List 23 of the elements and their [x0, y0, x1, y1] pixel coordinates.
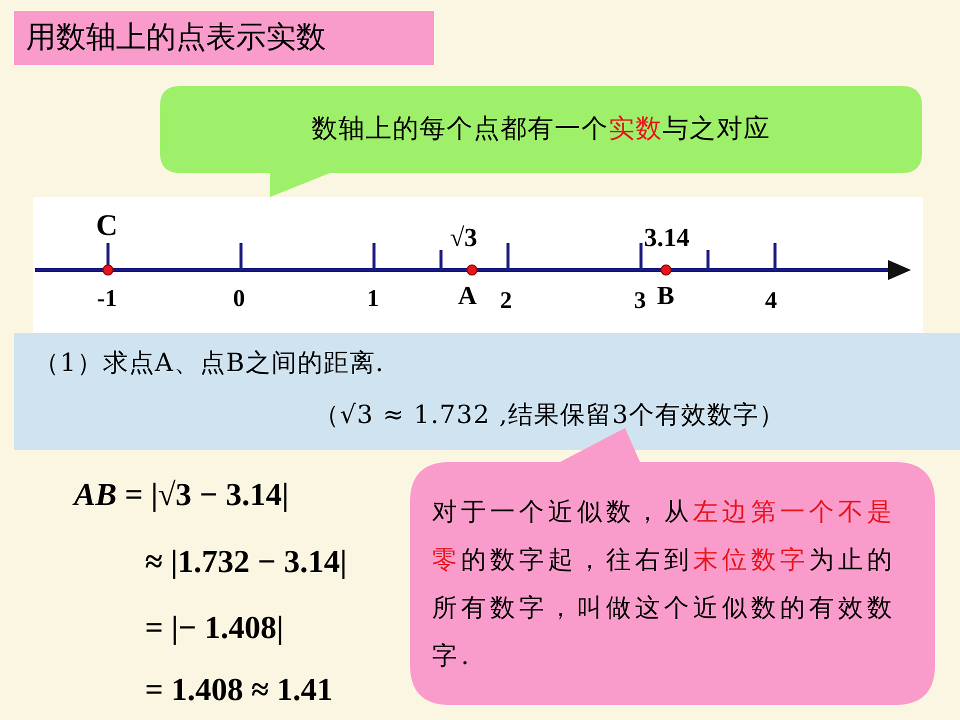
point-label: A — [458, 280, 477, 312]
question-box — [14, 333, 960, 450]
tick-label: -1 — [97, 285, 117, 314]
math-label: √3 — [450, 222, 478, 254]
tick-label: 1 — [367, 285, 379, 314]
equation-line: = 1.408 ≈ 1.41 — [145, 670, 333, 708]
speech-bubble — [410, 428, 935, 705]
speech-bubble — [160, 86, 922, 197]
tick-label: 2 — [500, 287, 512, 316]
node-text: （√3 ≈ 1.732 ,结果保留3个有效数字） — [314, 399, 786, 431]
tick-label: 0 — [233, 285, 245, 314]
title-banner: 用数轴上的点表示实数 — [14, 11, 434, 65]
point-label: B — [657, 280, 674, 312]
value-label: 3.14 — [644, 222, 690, 254]
tick-label: 3 — [634, 287, 646, 316]
tick-label: 4 — [765, 287, 777, 316]
point-label: C — [96, 208, 118, 244]
equation-line: ≈ |1.732 − 3.14| — [145, 542, 347, 580]
equation-line: AB = |√3 − 3.14| — [74, 475, 289, 514]
node-text: （1）求点A、点B之间的距离. — [34, 347, 386, 379]
node-text: 数轴上的每个点都有一个实数与之对应 — [310, 113, 772, 146]
node-text: 对于一个近似数，从左边第一个不是零的数字起，往右到末位数字为止的所有数字，叫做这个近似数的有效数字. — [432, 496, 897, 672]
equation-line: = |− 1.408| — [145, 608, 284, 646]
